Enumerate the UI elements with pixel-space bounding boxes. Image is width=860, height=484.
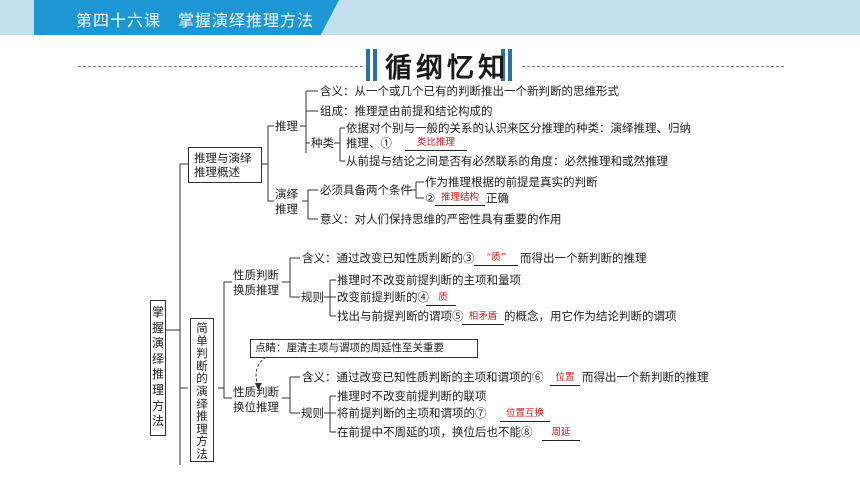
root-char: 推 xyxy=(151,367,164,382)
root-char: 掌 xyxy=(151,305,164,319)
inference-types-label: 种类 xyxy=(311,136,334,150)
answer-7-underline xyxy=(500,421,550,422)
section2-char: 法 xyxy=(196,446,208,461)
section2-char: 理 xyxy=(196,421,208,436)
section2-char: 的 xyxy=(196,371,208,386)
answer-3-underline xyxy=(474,265,518,266)
obversion-label-line2: 换质推理 xyxy=(233,283,279,297)
answer-7: 位置互换 xyxy=(505,408,544,419)
banner-title: 循纲忆知 xyxy=(385,53,509,84)
deductive-significance: 意义：对人们保持思维的严密性具有重要的作用 xyxy=(320,212,562,226)
answer-4-underline xyxy=(426,305,456,306)
answer-8-underline xyxy=(542,440,580,441)
conversion-label-line1: 性质判断 xyxy=(233,385,279,399)
section2-char: 演 xyxy=(196,383,208,398)
section2-char: 判 xyxy=(196,346,208,361)
answer-8: 周延 xyxy=(551,427,571,438)
section2-box: 简 单 判 断 的 演 绎 推 理 方 法 xyxy=(190,318,214,462)
section1-box: 推理与演绎 推理概述 xyxy=(188,147,262,183)
obversion-meaning-prefix: 含义：通过改变已知性质判断的③ xyxy=(302,251,475,265)
section1-label-line2: 推理概述 xyxy=(194,165,240,179)
answer-1-underline xyxy=(405,150,467,151)
answer-4: 质 xyxy=(438,292,448,303)
deductive-condition2-prefix: ② xyxy=(425,191,436,205)
answer-2: 推理结构 xyxy=(440,192,479,203)
banner-right-bar xyxy=(501,49,512,81)
root-box: 掌 握 演 绎 推 理 方 法 xyxy=(150,300,166,436)
section2-char: 简 xyxy=(196,321,208,335)
root-char: 演 xyxy=(151,336,164,351)
inference-label: 推理 xyxy=(275,119,298,133)
note-box: 点睛：厘清主项与谓项的周延性至关重要 xyxy=(250,339,478,358)
conversion-label-line2: 换位推理 xyxy=(233,400,279,414)
answer-5-underline xyxy=(462,324,504,325)
answer-3: “质” xyxy=(486,252,506,263)
course-title: 第四十六课 掌握演绎推理方法 xyxy=(76,11,315,30)
section2-char: 绎 xyxy=(196,396,208,411)
deductive-condition1: 作为推理根据的前提是真实的判断 xyxy=(425,175,598,189)
root-char: 法 xyxy=(151,414,164,429)
header-tab xyxy=(34,0,339,35)
deductive-label-line1: 演绎 xyxy=(275,187,298,201)
inference-meaning: 含义：从一个或几个已有的判断推出一个新判断的思维形式 xyxy=(320,84,619,98)
conversion-rule3-prefix: 在前提中不周延的项，换位后也不能⑧ xyxy=(337,425,533,439)
obversion-rule2-prefix: 改变前提判断的④ xyxy=(337,290,429,304)
inference-composition: 组成：推理是由前提和结论构成的 xyxy=(320,104,493,118)
conversion-rule2-prefix: 将前提判断的主项和谓项的⑦ xyxy=(337,406,487,420)
answer-6: 位置 xyxy=(555,372,575,383)
banner-dashed-left xyxy=(78,66,363,67)
conversion-meaning-suffix: 而得出一个新判断的推理 xyxy=(582,370,709,384)
obversion-meaning-suffix: 而得出一个新判断的推理 xyxy=(520,251,647,265)
root-char: 握 xyxy=(151,320,164,335)
obversion-rules-label: 规则 xyxy=(301,290,324,304)
section2-char: 推 xyxy=(196,409,208,424)
obversion-label-line1: 性质判断 xyxy=(233,268,279,282)
section2-char: 方 xyxy=(196,434,208,449)
deductive-label-line2: 推理 xyxy=(275,202,298,216)
root-char: 方 xyxy=(151,398,164,413)
banner-left-bar xyxy=(366,49,377,81)
obversion-rule3-suffix: 的概念，用它作为结论判断的谓项 xyxy=(504,309,677,323)
answer-6-underline xyxy=(550,385,580,386)
root-char: 理 xyxy=(151,382,164,397)
answer-2-underline xyxy=(435,205,485,206)
banner-dashed-right xyxy=(522,66,784,67)
root-char: 绎 xyxy=(151,351,164,366)
obversion-rule1: 推理时不改变前提判断的主项和量项 xyxy=(337,273,521,287)
inference-types-line3: 从前提与结论之间是否有必然联系的角度：必然推理和或然推理 xyxy=(346,154,668,168)
inference-types-line2: 推理、① xyxy=(346,136,392,150)
section1-label-line1: 推理与演绎 xyxy=(194,151,252,165)
section2-char: 断 xyxy=(196,358,208,373)
section2-char: 单 xyxy=(196,333,208,348)
answer-1: 类比推理 xyxy=(416,137,455,148)
conversion-rule1: 推理时不改变前提判断的联项 xyxy=(337,389,487,403)
conversion-meaning-prefix: 含义：通过改变已知性质判断的主项和谓项的⑥ xyxy=(302,370,544,384)
conversion-rules-label: 规则 xyxy=(301,406,324,420)
inference-types-line1: 依据对个别与一般的关系的认识来区分推理的种类：演绎推理、归纳 xyxy=(346,121,691,135)
deductive-condition2-suffix: 正确 xyxy=(486,191,509,205)
obversion-rule3-prefix: 找出与前提判断的谓项⑤ xyxy=(337,309,464,323)
deductive-conditions-label: 必须具备两个条件 xyxy=(320,183,412,197)
answer-5: 相矛盾 xyxy=(468,311,498,322)
